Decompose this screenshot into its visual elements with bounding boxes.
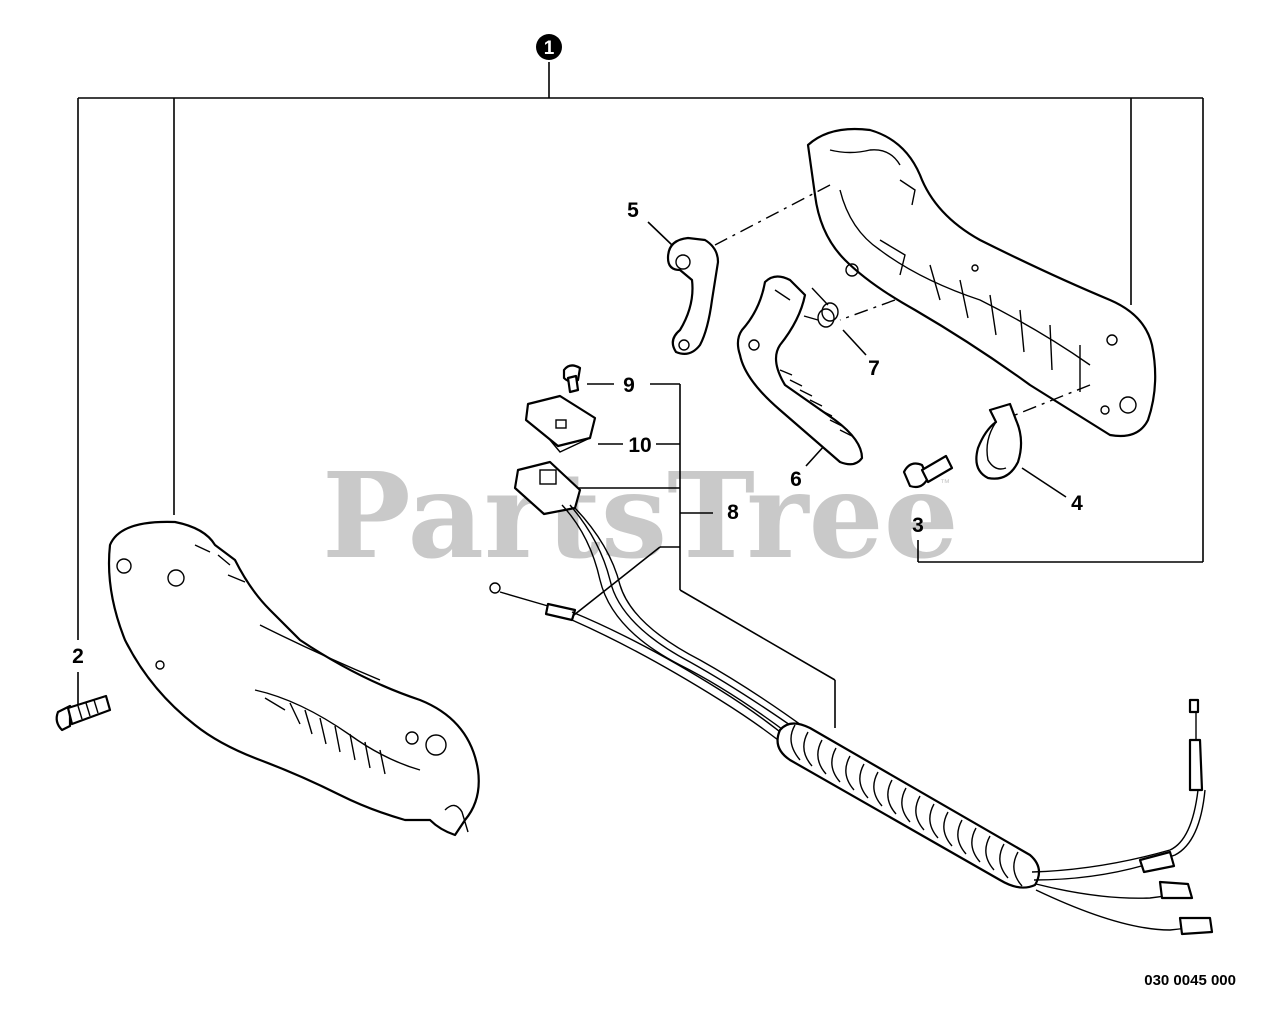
callout-10: 10 <box>628 434 651 457</box>
bolt-part <box>55 694 112 732</box>
cable-harness-part <box>489 460 1214 936</box>
assembly-bracket <box>77 62 1204 640</box>
lever-lock-part <box>666 236 720 355</box>
callout-8: 8 <box>727 501 739 524</box>
handle-left-half <box>107 520 480 837</box>
throttle-trigger-part <box>736 275 864 466</box>
callout-2: 2 <box>72 645 84 668</box>
callout-1-label: 1 <box>544 38 555 59</box>
spring-part <box>803 287 839 328</box>
watermark-text: PartsTree <box>322 446 959 585</box>
harness-callout-lines <box>573 383 836 728</box>
callout-7: 7 <box>868 357 880 380</box>
callout-1: 1 <box>536 34 562 60</box>
callout-6: 6 <box>790 468 802 491</box>
clamp-part <box>975 402 1023 480</box>
watermark-tm: ™ <box>940 478 950 489</box>
callout-4: 4 <box>1071 492 1083 515</box>
screw-part <box>902 454 954 489</box>
drawing-code: 030 0045 000 <box>1144 972 1236 989</box>
callout-5: 5 <box>627 199 639 222</box>
callout-9: 9 <box>623 374 635 397</box>
handle-right-half <box>806 127 1157 438</box>
callout-3: 3 <box>912 514 924 537</box>
small-screw-part <box>562 364 582 394</box>
switch-plate-part <box>524 394 597 453</box>
